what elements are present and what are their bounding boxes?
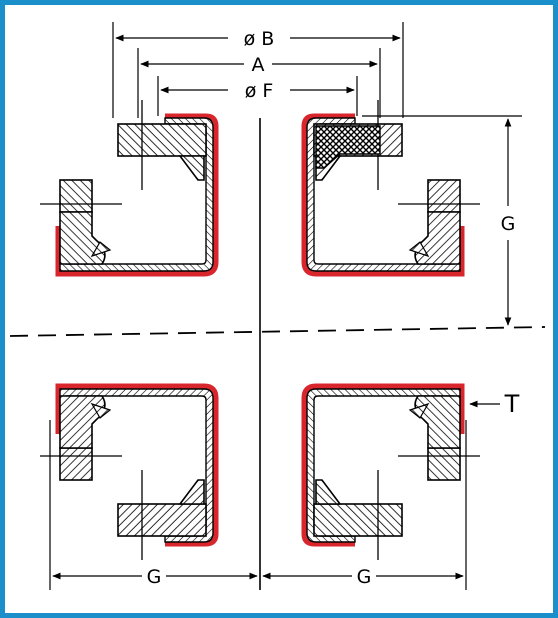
dimension-a: A bbox=[137, 48, 381, 118]
callout-t: T bbox=[469, 390, 520, 418]
label-dia-b: ø B bbox=[244, 28, 275, 50]
section-bottom-left bbox=[40, 386, 216, 560]
label-g-bottom-left: G bbox=[147, 566, 162, 588]
label-g-bottom-right: G bbox=[357, 566, 372, 588]
dimension-g-bottom-left: G bbox=[49, 420, 258, 590]
section-top-right bbox=[304, 100, 480, 274]
label-a: A bbox=[252, 54, 265, 76]
label-g-right: G bbox=[501, 213, 516, 235]
horizontal-centerline bbox=[9, 326, 546, 337]
label-dia-f: ø F bbox=[245, 80, 274, 102]
dimension-dia-f: ø F bbox=[157, 76, 358, 116]
dimension-g-right: G bbox=[362, 115, 522, 326]
dimension-g-bottom-right: G bbox=[262, 420, 467, 590]
label-t: T bbox=[504, 390, 520, 418]
section-bottom-right bbox=[304, 386, 480, 560]
section-top-left bbox=[40, 100, 216, 274]
dimension-dia-b: ø B bbox=[112, 22, 404, 118]
